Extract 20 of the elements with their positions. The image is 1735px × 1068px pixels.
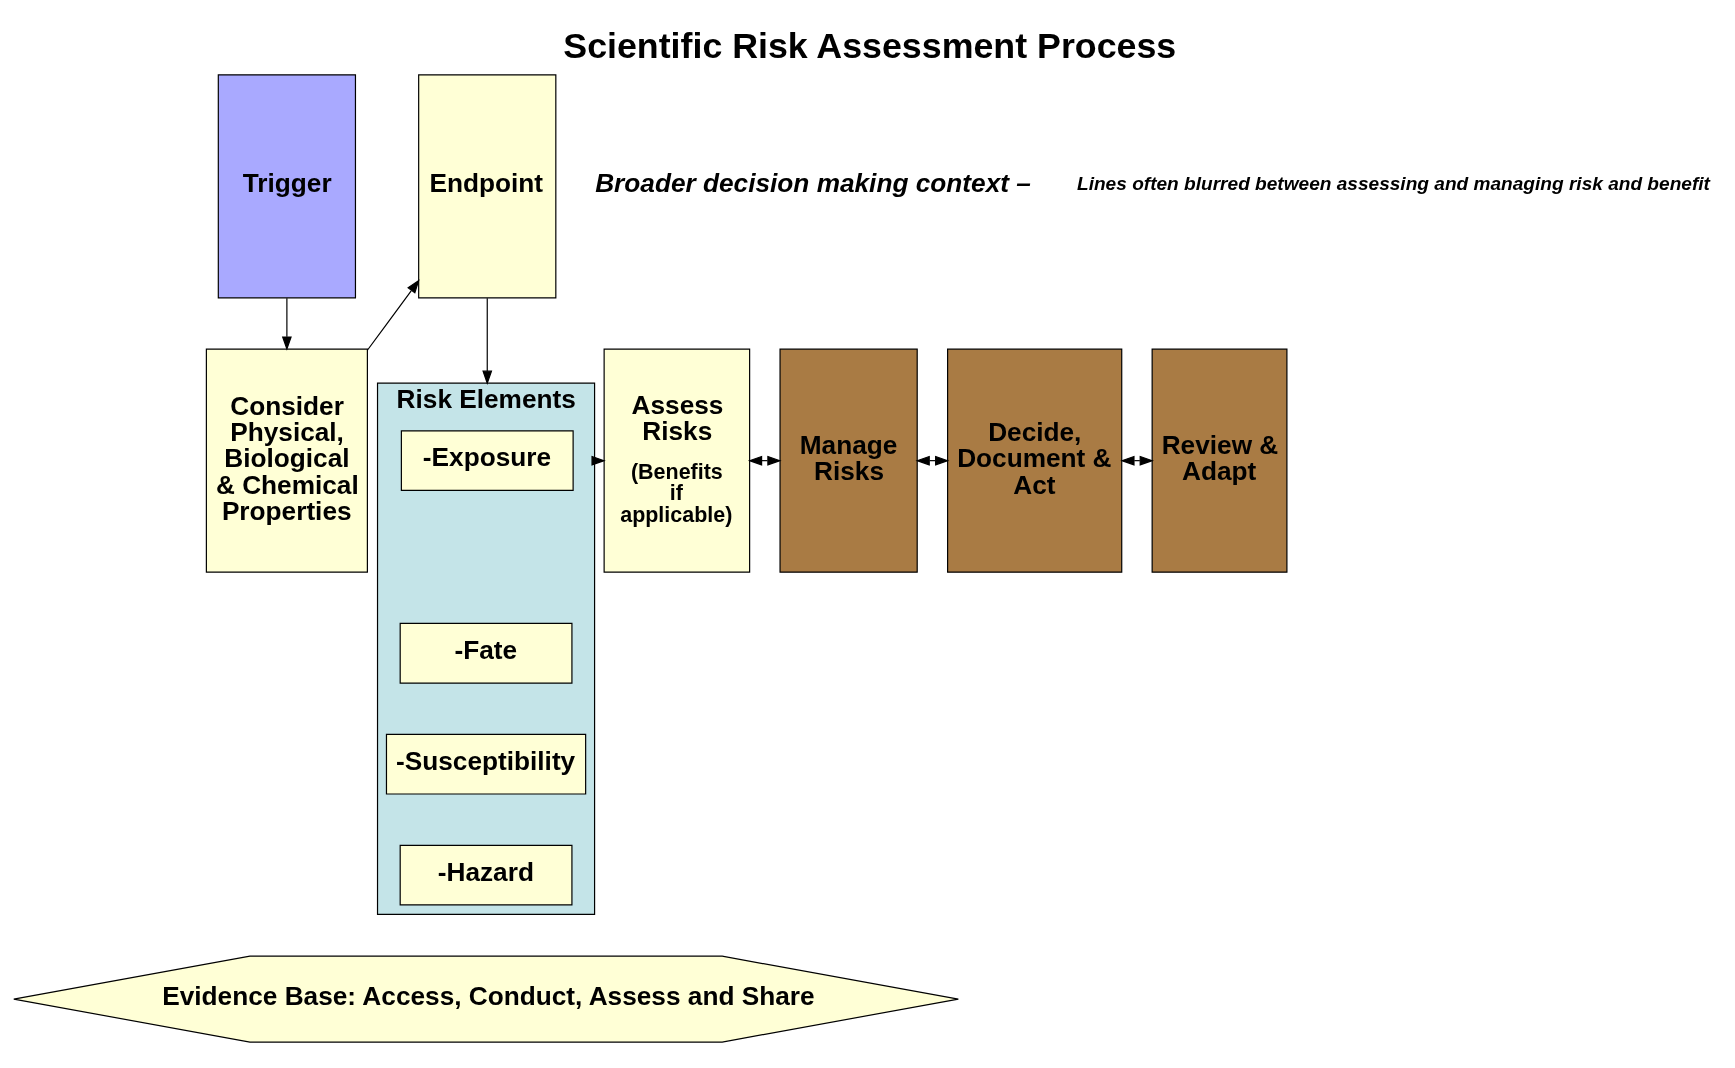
node-box: Decide, Document & Act bbox=[946, 348, 1122, 573]
arrow bbox=[747, 455, 782, 466]
arrow bbox=[281, 297, 292, 351]
node-box: Endpoint bbox=[417, 74, 556, 299]
arrow bbox=[915, 455, 949, 466]
node-box: Manage Risks bbox=[778, 348, 918, 573]
arrow bbox=[1119, 455, 1154, 466]
node-box: Trigger bbox=[217, 74, 356, 299]
node-box: -Hazard bbox=[399, 844, 573, 906]
arrow bbox=[481, 297, 492, 385]
node-box: -Exposure bbox=[400, 430, 574, 492]
node-box: Consider Physical, Biological & Chemical Properties bbox=[205, 348, 368, 573]
node-box: Assess Risks (Benefits if applicable) bbox=[603, 348, 750, 573]
label: Lines often blurred between assessing and managing risk and benefit bbox=[1076, 172, 1710, 194]
label: Broader decision making context – bbox=[594, 167, 1031, 198]
node-box: -Susceptibility bbox=[385, 733, 586, 795]
node-box: Review & Adapt bbox=[1151, 348, 1287, 573]
diagram-title: Scientific Risk Assessment Process bbox=[562, 26, 1176, 67]
node-box: -Fate bbox=[399, 622, 573, 684]
arrow bbox=[366, 279, 420, 351]
